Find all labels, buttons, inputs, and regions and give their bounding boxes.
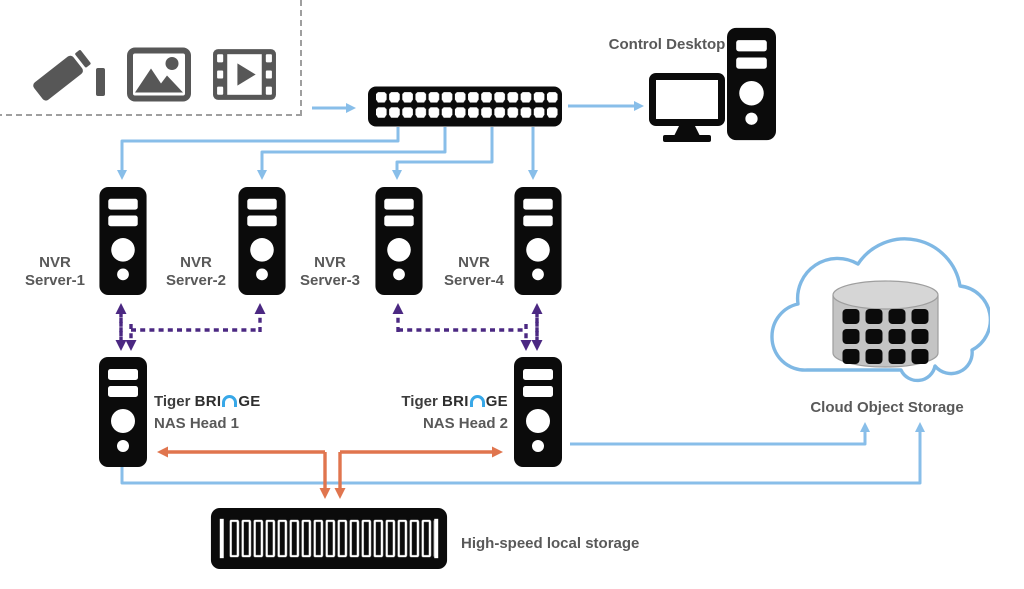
nas-head-1-label: Tiger BRI GE NAS Head 1 [154,393,324,432]
nvr-1-line2: Server-1 [24,272,86,289]
tiger-text: Tiger [401,393,438,410]
storage-block-grid [842,309,929,364]
bridge-arch-icon [469,395,485,407]
database-cylinder [832,280,939,368]
tiger-bridge-logo: Tiger BRI GE [338,393,508,410]
nvr-3-line1: NVR [314,254,346,271]
nas-head-1-icon [99,357,147,467]
nas-head-1-text: NAS Head 1 [154,415,240,432]
nvr-2-line2: Server-2 [165,272,227,289]
nvr-server-4-label: NVR Server-4 [438,254,510,290]
arrow-nas1-to-cloud [120,422,925,485]
nvr-3-line2: Server-3 [299,272,361,289]
local-storage-label: High-speed local storage [461,535,640,552]
cctv-camera-icon [33,50,105,101]
bridge-text-pre: BRI [441,393,469,410]
nvr-4-line2: Server-4 [443,272,505,289]
nas-head-2-label: Tiger BRI GE NAS Head 2 [338,393,508,432]
nas-head-2-icon [514,357,562,467]
nvr-server-3-label: NVR Server-3 [290,254,370,290]
bridge-text-post: GE [485,393,508,410]
nvr-4-line1: NVR [458,254,490,271]
nvr-server-4-icon [514,187,562,295]
bridge-text-pre: BRI [194,393,222,410]
storage-rack-icon [210,508,448,569]
image-icon [127,47,191,102]
nvr-2-line1: NVR [180,254,212,271]
nvr-server-2-icon [238,187,286,295]
nvr-server-2-label: NVR Server-2 [158,254,234,290]
arrow-switch-to-nvr3 [392,127,494,180]
arrow-switch-to-nvr2 [257,127,447,180]
nvr-server-3-icon [375,187,423,295]
video-film-icon [213,49,276,100]
cloud-storage-label: Cloud Object Storage [810,399,964,416]
tiger-text: Tiger [154,393,191,410]
arrow-switch-to-nvr1 [117,127,400,180]
control-desktop-label: Control Desktop [608,36,726,53]
arrow-nas2-to-cloud [570,422,870,446]
nas-head-2-text: NAS Head 2 [422,415,508,432]
video-sources-panel [0,0,302,116]
nvr-server-1-label: NVR Server-1 [14,254,96,290]
nvr-1-line1: NVR [39,254,71,271]
nvr-server-1-icon [99,187,147,295]
ethernet-switch-icon [368,86,562,127]
tiger-bridge-logo: Tiger BRI GE [154,393,324,410]
bridge-text-post: GE [238,393,261,410]
computer-tower-icon [727,27,776,141]
bridge-arch-icon [222,395,238,407]
cloud-database-icon [770,237,990,383]
monitor-icon [649,73,725,142]
